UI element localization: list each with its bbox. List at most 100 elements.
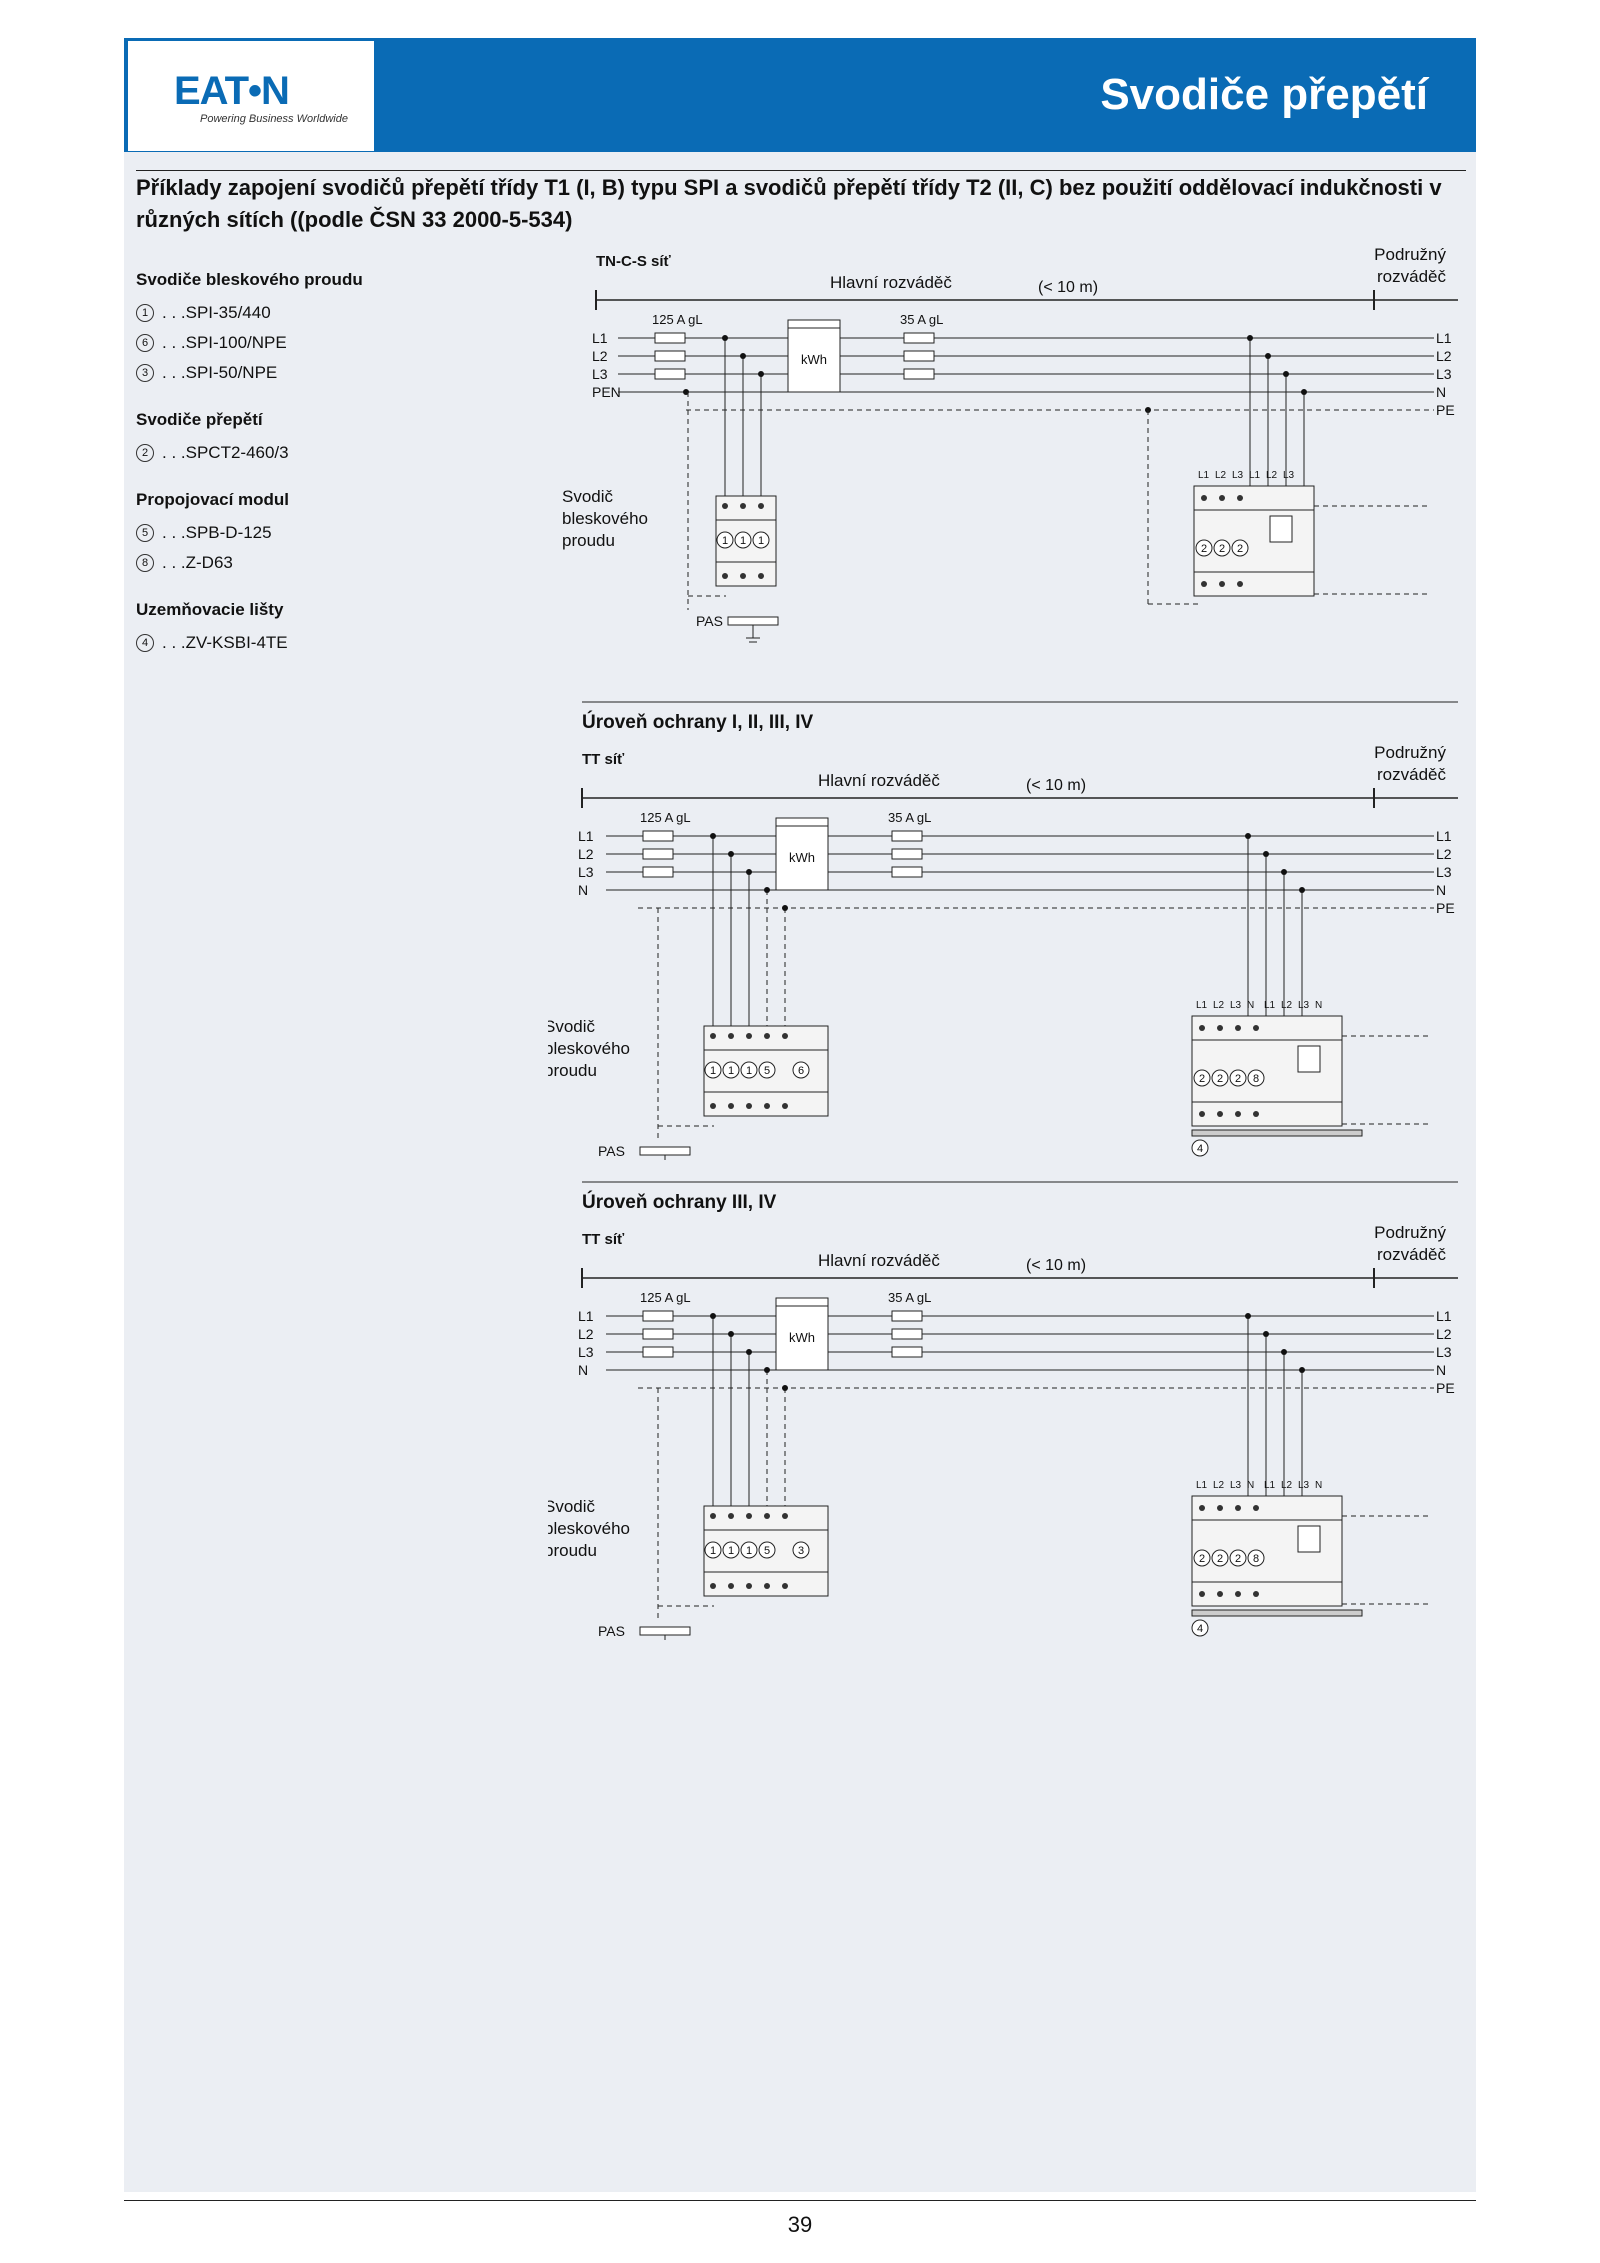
terminal-screw xyxy=(782,1103,788,1109)
surge-module-number-text: 2 xyxy=(1235,1073,1241,1085)
distance-label: (< 10 m) xyxy=(1026,777,1086,794)
terminal-label: L1 xyxy=(1264,1480,1276,1491)
network-type-label: TT síť xyxy=(582,751,625,768)
arrester-label-3: proudu xyxy=(548,1061,597,1080)
sub-board-label-2: rozváděč xyxy=(1377,765,1446,784)
main-board-label: Hlavní rozváděč xyxy=(830,273,952,292)
terminal-label: L1 xyxy=(1264,1000,1276,1011)
left-line-label: N xyxy=(578,1362,588,1378)
terminal-screw xyxy=(746,1583,752,1589)
terminal-screw xyxy=(1199,1111,1205,1117)
terminal-label: L2 xyxy=(1266,470,1278,481)
terminal-screw xyxy=(746,1513,752,1519)
junction-dot xyxy=(746,1349,752,1355)
junction-dot xyxy=(728,851,734,857)
terminal-screw xyxy=(764,1583,770,1589)
arrester-label-3: proudu xyxy=(562,531,615,550)
arrester-module-number-circle xyxy=(704,1061,722,1079)
junction-dot xyxy=(764,887,770,893)
terminal-screw xyxy=(710,1033,716,1039)
pas-label: PAS xyxy=(696,613,723,629)
surge-module-number-circle xyxy=(1213,539,1231,557)
terminal-label: L2 xyxy=(1213,1000,1225,1011)
arrester-label-1: Svodič xyxy=(548,1497,596,1516)
legend-item-label: . . .SPB-D-125 xyxy=(162,523,272,542)
right-line-label: PE xyxy=(1436,402,1455,418)
right-line-label: L1 xyxy=(1436,828,1452,844)
sub-board-label-1: Podružný xyxy=(1374,1223,1446,1242)
terminal-screw xyxy=(740,573,746,579)
legend-item-number: 6 xyxy=(136,334,154,352)
indicator-window xyxy=(1297,1525,1321,1553)
left-line-label: L2 xyxy=(578,846,594,862)
terminal-screw xyxy=(1217,1505,1223,1511)
legend-item-label: . . .SPCT2-460/3 xyxy=(162,443,289,462)
fuse-35 xyxy=(903,332,935,344)
terminal-screw xyxy=(1201,581,1207,587)
logo-wordmark: EAT•N xyxy=(174,69,290,113)
terminal-label: L3 xyxy=(1283,470,1295,481)
terminal-screw xyxy=(746,1033,752,1039)
junction-dot xyxy=(782,905,788,911)
legend-item: 2. . .SPCT2-460/3 xyxy=(136,438,576,468)
terminal-label: L1 xyxy=(1249,470,1261,481)
left-line-label: PEN xyxy=(592,384,621,400)
kwh-meter-label: kWh xyxy=(801,352,827,367)
legend-item-number: 8 xyxy=(136,554,154,572)
legend-section-title: Uzemňovacie lišty xyxy=(136,600,284,619)
surge-module-number-text: 2 xyxy=(1237,543,1243,555)
junction-dot xyxy=(1281,869,1287,875)
right-line-label: L3 xyxy=(1436,1344,1452,1360)
legend-section-title: Svodiče přepětí xyxy=(136,410,263,429)
right-line-label: L3 xyxy=(1436,366,1452,382)
logo-tagline: Powering Business Worldwide xyxy=(200,113,348,125)
junction-dot xyxy=(758,371,764,377)
fuse-125 xyxy=(642,1328,674,1340)
right-line-label: L2 xyxy=(1436,1326,1452,1342)
terminal-screw xyxy=(728,1513,734,1519)
left-line-label: L1 xyxy=(578,1308,594,1324)
terminal-screw xyxy=(1199,1591,1205,1597)
protection-level-title: Úroveň ochrany I, II, III, IV xyxy=(582,711,814,733)
junction-dot xyxy=(740,353,746,359)
distance-label: (< 10 m) xyxy=(1038,279,1098,296)
terminal-label: L2 xyxy=(1281,1480,1293,1491)
sub-board-label-2: rozváděč xyxy=(1377,1245,1446,1264)
fuse-35 xyxy=(891,1346,923,1358)
legend-item: 6. . .SPI-100/NPE xyxy=(136,328,576,358)
legend-section-title: Propojovací modul xyxy=(136,490,290,509)
legend-item-label: . . .SPI-35/440 xyxy=(162,303,271,322)
terminal-screw xyxy=(782,1513,788,1519)
terminal-screw xyxy=(764,1103,770,1109)
terminal-screw xyxy=(1253,1505,1259,1511)
arrester-module-number-circle xyxy=(792,1541,810,1559)
terminal-screw xyxy=(764,1513,770,1519)
fuse-rating-125: 125 A gL xyxy=(652,312,703,327)
right-line-label: PE xyxy=(1436,1380,1455,1396)
pas-bar xyxy=(639,1146,691,1156)
surge-module-number-circle xyxy=(1229,1069,1247,1087)
surge-module-number-circle xyxy=(1195,539,1213,557)
legend-item-number: 1 xyxy=(136,304,154,322)
fuse-125 xyxy=(642,830,674,842)
terminal-screw xyxy=(722,573,728,579)
terminal-screw xyxy=(1217,1591,1223,1597)
terminal-label: L3 xyxy=(1298,1480,1310,1491)
indicator-window xyxy=(1269,515,1293,543)
surge-module-number-circle xyxy=(1211,1069,1229,1087)
arrester-label-2: bleskového xyxy=(548,1039,630,1058)
terminal-label: N xyxy=(1247,1000,1254,1011)
arrester-module-number-text: 6 xyxy=(798,1065,804,1077)
surge-module-number-circle xyxy=(1229,1549,1247,1567)
arrester-module-number-circle xyxy=(722,1061,740,1079)
pas-bar xyxy=(639,1626,691,1636)
terminal-screw xyxy=(1219,581,1225,587)
surge-module-number-text: 2 xyxy=(1217,1073,1223,1085)
arrester-label-3: proudu xyxy=(548,1541,597,1560)
terminal-screw xyxy=(1235,1025,1241,1031)
junction-dot xyxy=(1245,1313,1251,1319)
fuse-125 xyxy=(654,368,686,380)
terminal-screw xyxy=(728,1103,734,1109)
junction-dot xyxy=(746,869,752,875)
terminal-screw xyxy=(1253,1111,1259,1117)
